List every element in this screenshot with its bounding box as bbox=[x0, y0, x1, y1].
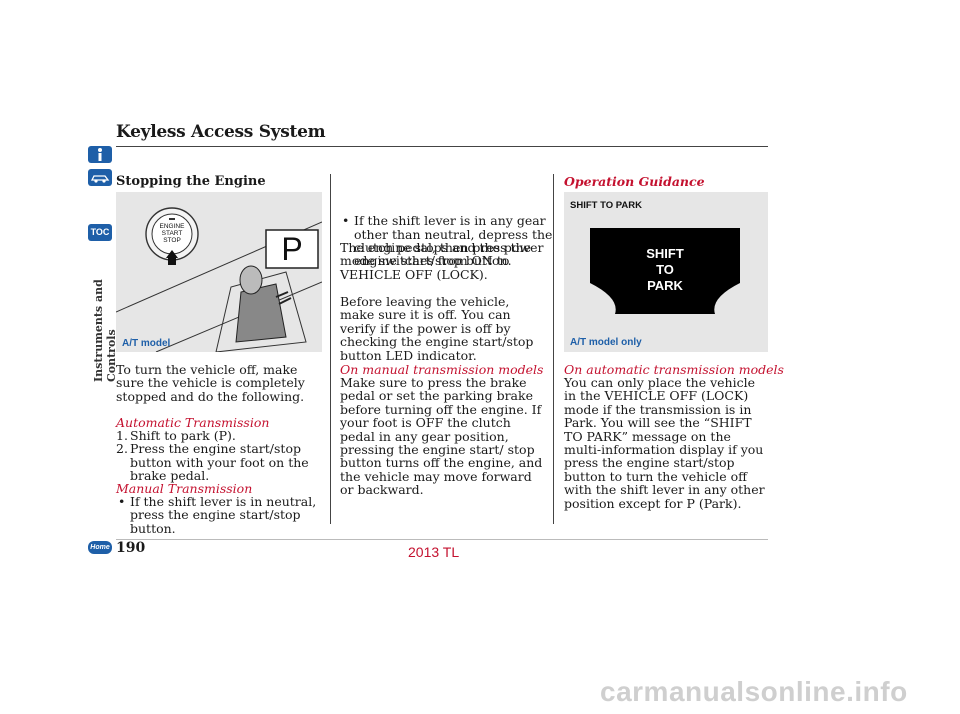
header-rule bbox=[116, 146, 768, 147]
engine-button-text: ENGINE START STOP bbox=[159, 223, 185, 244]
toc-icon[interactable]: TOC bbox=[88, 224, 112, 241]
mt-heading: Manual Transmission bbox=[116, 481, 253, 496]
watermark: carmanualsonline.info bbox=[600, 676, 908, 707]
figure-caption: A/T model bbox=[122, 338, 171, 349]
side-tab-label: Instruments and Controls bbox=[92, 279, 118, 382]
home-label: Home bbox=[90, 544, 110, 551]
list-item: 2.Press the engine start/stop button wit… bbox=[116, 441, 309, 484]
at-steps: 1.Shift to park (P). 2.Press the engine … bbox=[116, 429, 324, 483]
model-year: 2013 TL bbox=[408, 544, 460, 560]
display-screen bbox=[590, 228, 740, 314]
toc-label: TOC bbox=[90, 227, 110, 237]
page-title: Keyless Access System bbox=[116, 122, 326, 142]
column-divider bbox=[330, 174, 331, 524]
at-heading: Automatic Transmission bbox=[116, 415, 270, 430]
display-message: SHIFT TO PARK bbox=[646, 246, 684, 293]
at-models-paragraph: You can only place the vehicle in the VE… bbox=[564, 375, 765, 511]
operation-guidance-heading: Operation Guidance bbox=[564, 174, 705, 189]
mt-models-heading: On manual transmission models bbox=[340, 362, 544, 377]
engine-stops-paragraph: The engine stops and the power mode swit… bbox=[340, 240, 544, 282]
car-icon[interactable] bbox=[88, 169, 112, 186]
intro-paragraph: To turn the vehicle off, make sure the v… bbox=[116, 362, 305, 404]
list-item: 1.Shift to park (P). bbox=[116, 428, 236, 443]
figure-title: SHIFT TO PARK bbox=[570, 200, 642, 211]
park-indicator: P bbox=[281, 231, 303, 267]
list-item: If the shift lever is in any gear other … bbox=[340, 214, 560, 268]
list-item: If the shift lever is in neutral, press … bbox=[116, 495, 324, 535]
section-heading: Stopping the Engine bbox=[116, 174, 266, 189]
console-illustration bbox=[116, 207, 322, 352]
page-number: 190 bbox=[116, 540, 146, 556]
home-icon[interactable]: Home bbox=[88, 541, 112, 554]
leaving-vehicle-paragraph: Before leaving the vehicle, make sure it… bbox=[340, 294, 534, 363]
mt-models-paragraph: Make sure to press the brake pedal or se… bbox=[340, 375, 543, 498]
figure-caption: A/T model only bbox=[570, 337, 642, 348]
at-models-heading: On automatic transmission models bbox=[564, 362, 784, 377]
info-icon[interactable] bbox=[88, 146, 112, 163]
footer-rule bbox=[116, 539, 768, 540]
column-divider bbox=[553, 174, 554, 524]
shift-to-park-figure: SHIFT TO PARK SHIFT TO PARK A/T model on… bbox=[564, 192, 768, 352]
engine-button-figure: ENGINE START STOP P A/T model bbox=[116, 192, 322, 352]
